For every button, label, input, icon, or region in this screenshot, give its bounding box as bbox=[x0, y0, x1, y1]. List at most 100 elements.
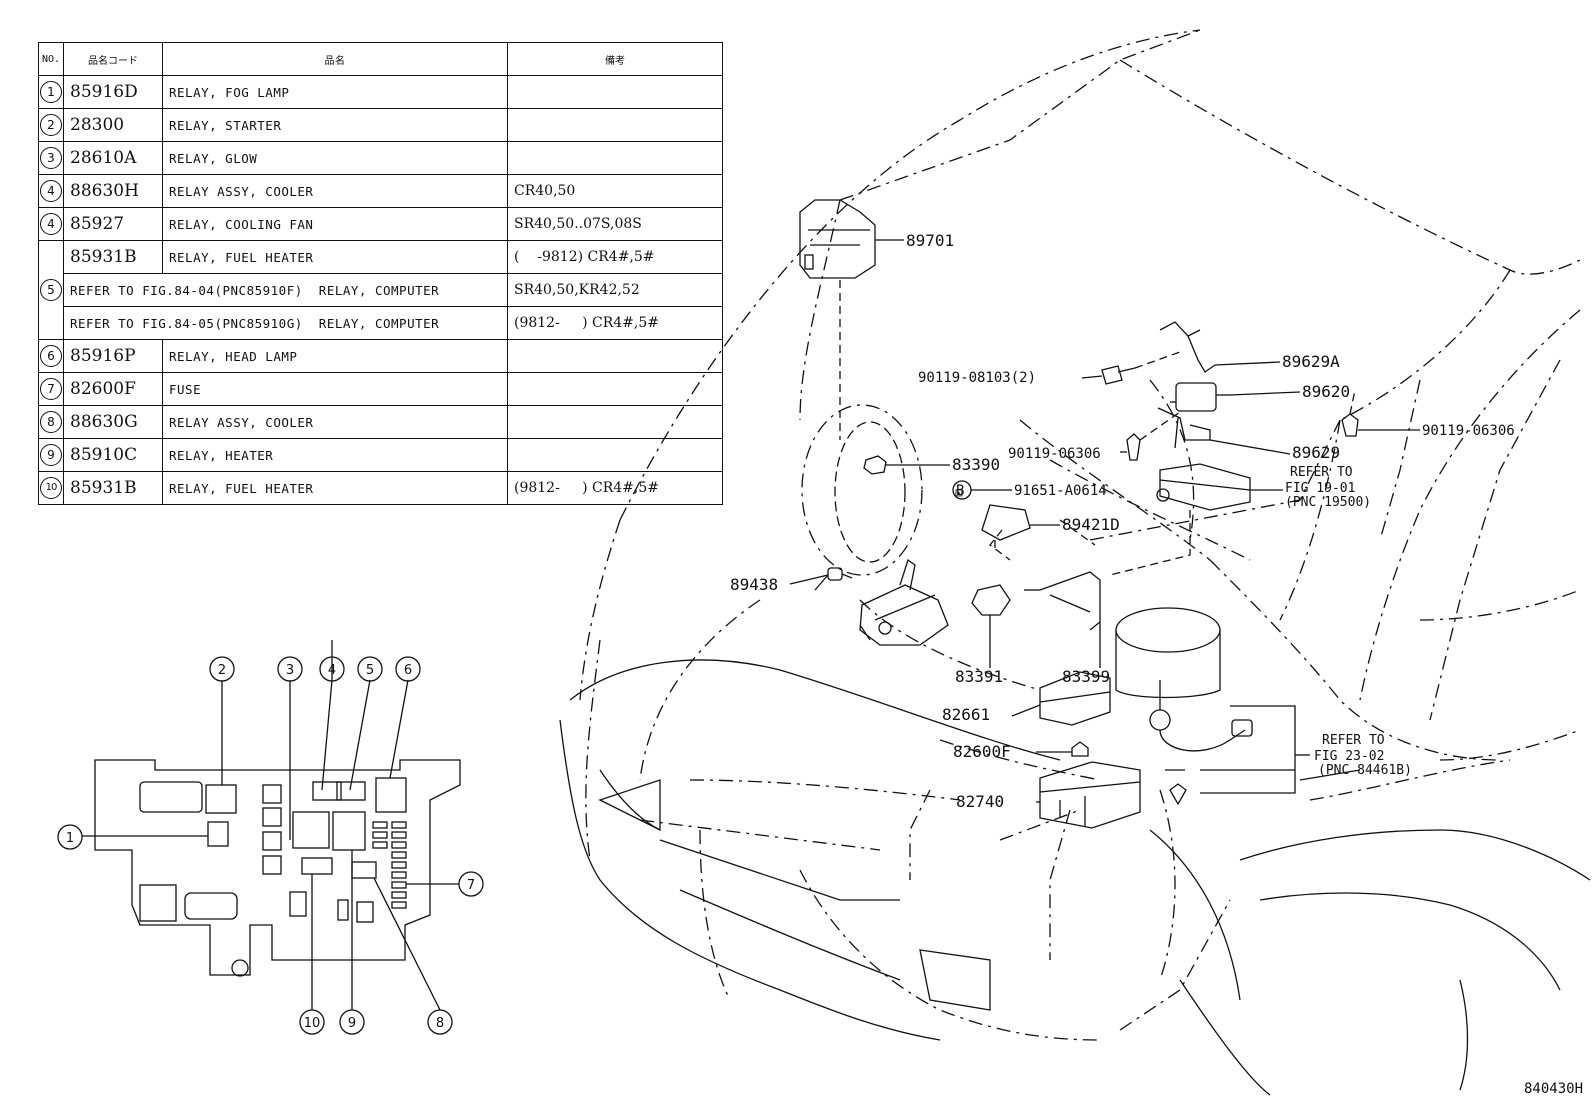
label-82600F: 82600F bbox=[953, 742, 1011, 761]
refer-19-01-line2: FIG 19-01 bbox=[1285, 481, 1355, 496]
table-row: 10 85931B RELAY, FUEL HEATER (9812- ) CR… bbox=[38, 471, 723, 505]
part-code: 85931B bbox=[63, 240, 163, 274]
part-name: RELAY, FUEL HEATER bbox=[162, 471, 508, 505]
label-82661: 82661 bbox=[942, 705, 990, 724]
part-name: RELAY, STARTER bbox=[162, 108, 508, 142]
label-83390: 83390 bbox=[952, 455, 1000, 474]
part-remarks bbox=[507, 339, 723, 373]
table-row: REFER TO FIG.84-05(PNC85910G) RELAY, COM… bbox=[39, 306, 723, 340]
part-remarks: ( -9812) CR4#,5# bbox=[507, 240, 723, 274]
row-no-circle: 4 bbox=[40, 213, 62, 235]
part-code: 85910C bbox=[63, 438, 163, 472]
figure-number: 840430H bbox=[1524, 1081, 1583, 1097]
relay-89701 bbox=[799, 199, 876, 440]
label-89620: 89620 bbox=[1302, 382, 1350, 401]
part-remarks: SR40,50..07S,08S bbox=[507, 207, 723, 241]
part-code: 85927 bbox=[63, 207, 163, 241]
row-no-circle: 8 bbox=[40, 411, 62, 433]
harness-23-02 bbox=[1149, 680, 1253, 806]
table-row: 4 88630H RELAY ASSY, COOLER CR40,50 bbox=[38, 174, 723, 208]
part-code: 82600F bbox=[63, 372, 163, 406]
refer-row-text: REFER TO FIG.84-04(PNC85910F) RELAY, COM… bbox=[63, 273, 508, 307]
screw-90119-06306-left bbox=[1126, 411, 1181, 461]
leader-dashes bbox=[989, 510, 1191, 576]
row-no-circle: 10 bbox=[40, 477, 62, 499]
label-90119-06306-left: 90119-06306 bbox=[1008, 446, 1101, 462]
table-row: 7 82600F FUSE bbox=[38, 372, 723, 406]
row-no: 4 bbox=[38, 207, 64, 241]
row-no-circle: 1 bbox=[40, 81, 62, 103]
label-89629: 89629 bbox=[1292, 443, 1340, 462]
master-cylinder bbox=[859, 558, 949, 646]
callout-numbers: 1 2 3 4 5 6 7 8 9 10 bbox=[66, 663, 475, 1031]
refer-23-02-line3: (PNC 84461B) bbox=[1318, 763, 1412, 778]
header-no: NO. bbox=[38, 42, 64, 76]
callout-3: 3 bbox=[286, 663, 294, 678]
module-19-01 bbox=[1156, 463, 1251, 511]
row-no: 2 bbox=[38, 108, 64, 142]
label-90119-08103: 90119-08103(2) bbox=[918, 370, 1036, 386]
callout-6: 6 bbox=[404, 663, 412, 678]
bracket-83399 bbox=[1024, 571, 1101, 631]
part-remarks bbox=[507, 75, 723, 109]
part-name: RELAY ASSY, COOLER bbox=[162, 174, 508, 208]
label-83391: 83391 bbox=[955, 667, 1003, 686]
table-row: REFER TO FIG.84-04(PNC85910F) RELAY, COM… bbox=[39, 273, 723, 307]
part-name: FUSE bbox=[162, 372, 508, 406]
intake-box bbox=[1115, 607, 1221, 699]
bracket-89629 bbox=[1157, 407, 1211, 449]
callout-circles bbox=[57, 656, 484, 1035]
sensor-89421D: ⊡ bbox=[955, 486, 1031, 548]
vehicle-outline bbox=[579, 29, 1581, 1041]
row-no: 8 bbox=[38, 405, 64, 439]
callout-8: 8 bbox=[436, 1016, 444, 1031]
part-code: 88630G bbox=[63, 405, 163, 439]
callout-2: 2 bbox=[218, 663, 226, 678]
row-no-circle: 7 bbox=[40, 378, 62, 400]
label-89629A: 89629A bbox=[1282, 352, 1340, 371]
sensor-89438 bbox=[827, 567, 853, 581]
refer-19-01-line3: (PNC 19500) bbox=[1285, 495, 1371, 510]
callout-leaders bbox=[82, 640, 459, 1011]
part-remarks bbox=[507, 141, 723, 175]
table-row: 9 85910C RELAY, HEATER bbox=[38, 438, 723, 472]
row-no: 9 bbox=[38, 438, 64, 472]
row-no: 10 bbox=[38, 471, 64, 505]
refer-19-01-line1: REFER TO bbox=[1290, 465, 1353, 480]
part-name: RELAY, HEATER bbox=[162, 438, 508, 472]
callout-7: 7 bbox=[467, 878, 475, 893]
label-89701: 89701 bbox=[906, 231, 954, 250]
row-no-circle: 3 bbox=[40, 147, 62, 169]
part-name: RELAY, FOG LAMP bbox=[162, 75, 508, 109]
part-code: 85916D bbox=[63, 75, 163, 109]
fuse-slots bbox=[372, 821, 407, 909]
part-name: RELAY, HEAD LAMP bbox=[162, 339, 508, 373]
row-no: 1 bbox=[38, 75, 64, 109]
junction-block bbox=[94, 759, 461, 977]
refer-23-02-line1: REFER TO bbox=[1322, 733, 1385, 748]
row-no: 5 bbox=[38, 240, 64, 340]
label-91651-A0614: 91651-A0614 bbox=[1014, 483, 1107, 499]
part-remarks: (9812- ) CR4#,5# bbox=[507, 471, 723, 505]
bracket-89629A bbox=[1159, 321, 1216, 373]
row-no-circle: 5 bbox=[40, 279, 62, 301]
row-no-circle: 6 bbox=[40, 345, 62, 367]
table-row: 3 28610A RELAY, GLOW bbox=[38, 141, 723, 175]
sensor-83391 bbox=[971, 584, 1011, 630]
refer-row-text: REFER TO FIG.84-05(PNC85910G) RELAY, COM… bbox=[63, 306, 508, 340]
leader-lines bbox=[814, 239, 1420, 803]
cover-82661 bbox=[1039, 671, 1111, 726]
part-remarks bbox=[507, 372, 723, 406]
b-marker-letter: B bbox=[956, 483, 964, 499]
screw-90119-06306-right bbox=[1341, 389, 1359, 437]
sensor-83390 bbox=[863, 455, 887, 475]
table-row: 5 85931B RELAY, FUEL HEATER ( -9812) CR4… bbox=[38, 240, 723, 340]
part-labels: 89701 89629A 90119-08103(2) 89620 90119-… bbox=[730, 231, 1583, 1097]
label-90119-06306-right: 90119-06306 bbox=[1422, 423, 1515, 439]
callout-4: 4 bbox=[328, 663, 336, 678]
callout-1: 1 bbox=[66, 831, 74, 846]
label-89438: 89438 bbox=[730, 575, 778, 594]
label-89421D: 89421D bbox=[1062, 515, 1120, 534]
row-no-circle: 2 bbox=[40, 114, 62, 136]
